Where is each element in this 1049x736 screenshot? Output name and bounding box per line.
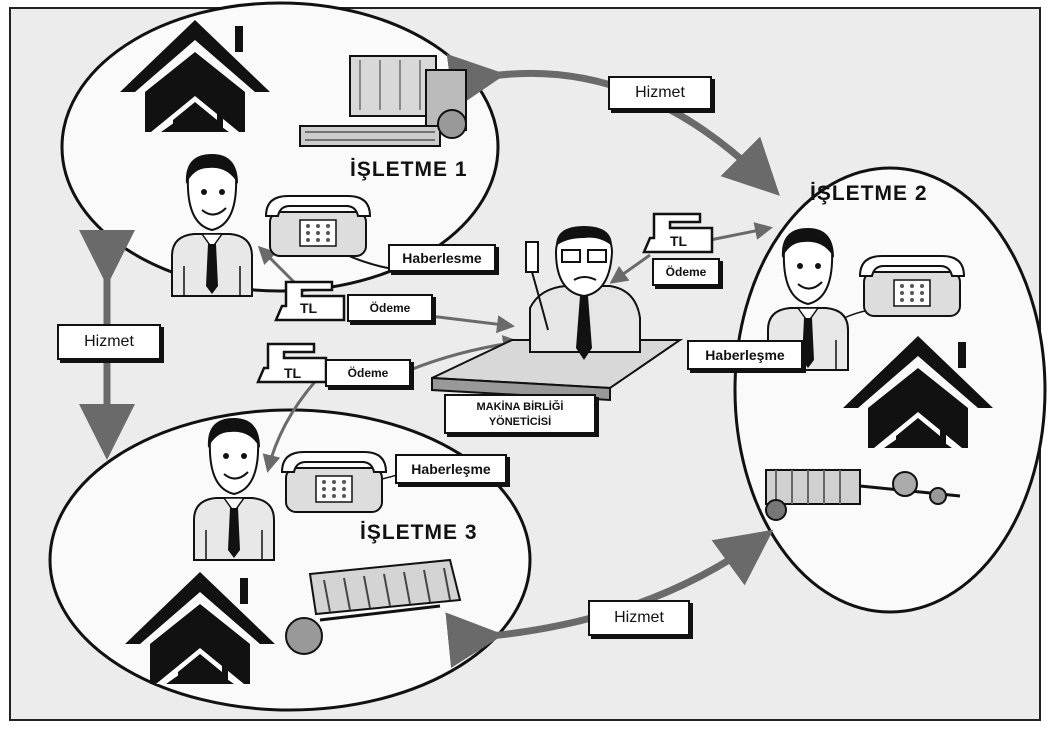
communication-label-3: Haberleşme — [395, 454, 507, 484]
farm-1-phone-icon — [265, 195, 371, 257]
service-label-bottom: Hizmet — [588, 600, 690, 636]
payment-label-2: Ödeme — [652, 258, 720, 286]
tl-label-2: TL — [670, 233, 688, 249]
farm-1-title: İŞLETME 1 — [350, 158, 468, 181]
communication-label-1: Haberlesme — [388, 244, 496, 272]
seed-drill-icon — [285, 558, 462, 655]
baler-machine-icon — [765, 469, 961, 521]
manager-icon — [525, 226, 641, 360]
service-label-left: Hizmet — [57, 324, 161, 360]
manager-label-line2: YÖNETİCİSİ — [488, 416, 552, 428]
payment-label-1: Ödeme — [347, 294, 433, 322]
communication-label-2: Haberleşme — [687, 340, 803, 370]
tl-label-1: TL — [300, 300, 318, 316]
payment-label-3: Ödeme — [325, 359, 411, 387]
payment-arrow-2b — [609, 253, 651, 284]
manager-label: MAKİNA BİRLİĞİ YÖNETİCİSİ — [444, 394, 596, 434]
payment-arrow-2 — [709, 222, 773, 242]
service-label-top: Hizmet — [608, 76, 712, 110]
payment-arrow-1 — [429, 314, 515, 334]
communication-arrow-1 — [257, 245, 298, 286]
manager-label-line1: MAKİNA BİRLİĞİ — [476, 401, 564, 413]
farm-3-title: İŞLETME 3 — [360, 521, 478, 544]
farm-2-ellipse — [733, 166, 1047, 614]
farm-3-phone-icon — [281, 451, 387, 513]
communication-arrow-3 — [262, 374, 322, 473]
farm-2-title: İŞLETME 2 — [810, 182, 928, 205]
combine-harvester-icon — [299, 55, 467, 147]
farm-2-phone-icon — [859, 255, 965, 317]
tl-label-3: TL — [284, 365, 302, 381]
